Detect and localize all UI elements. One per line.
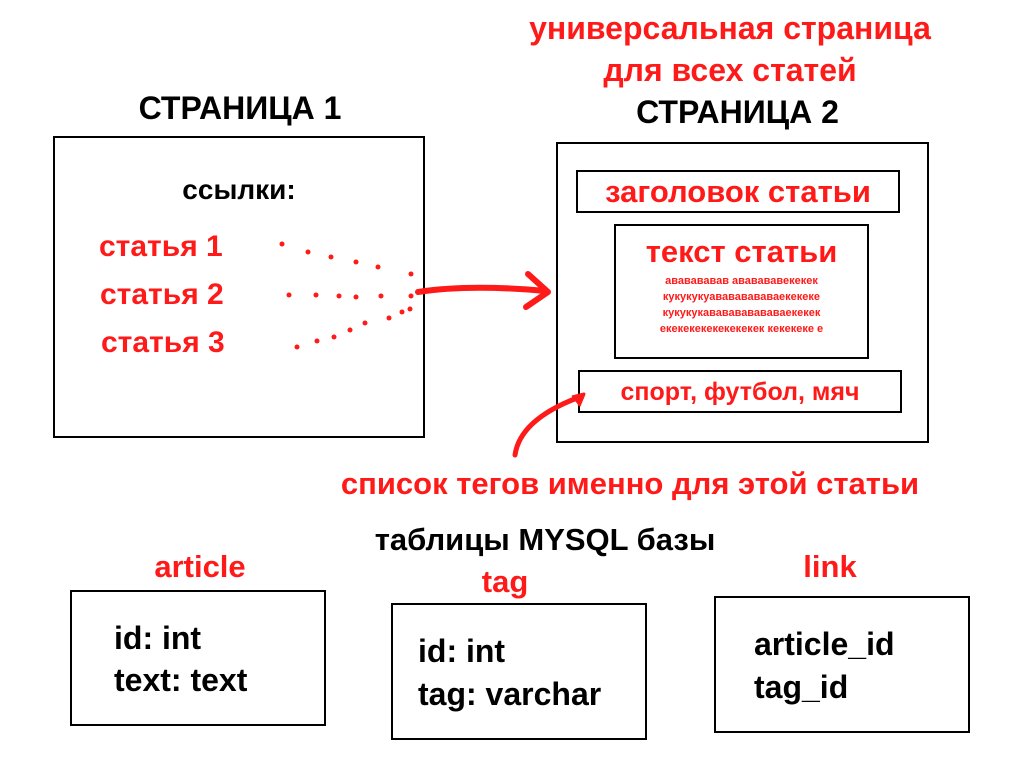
article-text-heading: текст статьи xyxy=(645,234,838,269)
article-text-box: текст статьи ававававав ававававекекек к… xyxy=(614,224,869,359)
link-arrow xyxy=(415,284,548,295)
table-name-tag: tag xyxy=(481,564,529,599)
page2-title: СТРАНИЦА 2 xyxy=(636,94,839,130)
universal-page-note-line2: для всех статей xyxy=(603,52,857,88)
table-article-field-1: id: int xyxy=(114,620,202,656)
article-link-3[interactable]: статья 3 xyxy=(101,326,225,359)
table-link-field-2: tag_id xyxy=(754,669,849,705)
article-link-1[interactable]: статья 1 xyxy=(99,230,223,263)
article-text-line-2: кукукукуавававававаекекеке xyxy=(662,291,821,303)
article-title-box: заголовок статьи xyxy=(576,170,900,213)
table-tag-box: id: int tag: varchar xyxy=(391,603,647,740)
table-article-box: id: int text: text xyxy=(70,590,326,726)
article-text-line-3: кукукукававававававаекекек xyxy=(662,307,821,319)
table-name-article: article xyxy=(154,549,246,584)
article-text-line-1: ававававав ававававекекек xyxy=(665,275,818,287)
table-article-field-2: text: text xyxy=(114,662,248,698)
page1-frame: ссылки: статья 1 статья 2 статья 3 xyxy=(53,136,425,438)
tags-box: спорт, футбол, мяч xyxy=(578,370,902,413)
links-label: ссылки: xyxy=(182,174,296,205)
article-text-line-4: екекекекекекекекек кекекеке е xyxy=(659,323,824,335)
tags-note: список тегов именно для этой статьи xyxy=(340,466,920,501)
page1-title: СТРАНИЦА 1 xyxy=(138,90,342,126)
tags-text[interactable]: спорт, футбол, мяч xyxy=(620,378,860,406)
link-arrow-head xyxy=(523,271,551,310)
universal-page-note-line1: универсальная страница xyxy=(529,10,931,46)
db-title: таблицы MYSQL базы xyxy=(374,522,716,557)
table-link-box: article_id tag_id xyxy=(714,596,970,733)
article-link-2[interactable]: статья 2 xyxy=(100,278,224,311)
table-name-link: link xyxy=(803,549,857,584)
article-title: заголовок статьи xyxy=(605,174,871,209)
table-link-field-1: article_id xyxy=(754,626,895,662)
table-tag-field-1: id: int xyxy=(418,633,506,669)
table-tag-field-2: tag: varchar xyxy=(418,676,602,712)
